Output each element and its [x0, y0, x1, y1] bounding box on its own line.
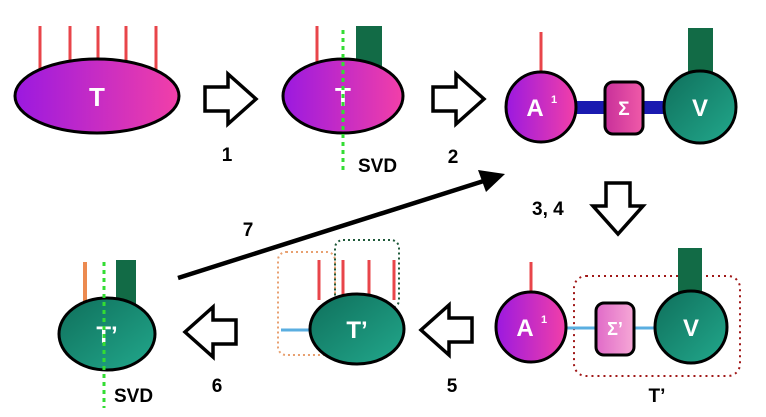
tensor-a-top-label: A	[526, 95, 543, 122]
tensor-a-top	[504, 70, 578, 144]
step-7-label: 7	[243, 220, 254, 241]
tensor-sigma-bottom-label: Σ’	[607, 319, 623, 339]
tensor-a-bottom	[494, 290, 568, 364]
arrow-step-6	[182, 303, 238, 361]
tensor-t-initial	[13, 57, 181, 135]
v-top-dark-leg	[688, 28, 713, 72]
tensor-t-prime-mid-label: T’	[346, 317, 367, 344]
step-2-label: 2	[448, 147, 459, 168]
arrow-step-5	[418, 301, 474, 359]
tensor-a-bottom-label: A	[516, 315, 533, 342]
tensor-sigma-top	[603, 80, 645, 136]
tensor-t-prime-left-label: T’	[96, 322, 117, 349]
v-bottom-dark-leg	[678, 248, 702, 296]
t-prime-left-dark-leg	[116, 260, 136, 304]
arrow-step-7-shaft	[177, 176, 491, 281]
tensor-a-bottom-superscript: 1	[541, 314, 547, 326]
tensor-t-prime-left	[57, 296, 157, 372]
arrow-step-1	[203, 70, 259, 128]
step-5-label: 5	[447, 376, 458, 397]
t-prime-group-label: T’	[649, 386, 666, 407]
tensor-sigma-top-label: Σ	[618, 99, 629, 120]
arrow-step-3-4	[589, 181, 647, 237]
svd-label-top: SVD	[358, 156, 397, 177]
green-group-box	[334, 239, 400, 309]
tensor-v-bottom-label: V	[683, 315, 699, 342]
tensor-sigma-bottom	[594, 301, 636, 357]
tensor-t-initial-label: T	[89, 82, 105, 112]
tensor-v-bottom	[653, 289, 729, 365]
svd-label-bottom: SVD	[114, 386, 153, 407]
tensor-a-top-superscript: 1	[551, 94, 557, 106]
t-prime-mid-legs	[317, 260, 396, 300]
tensor-v-top	[662, 69, 738, 145]
step-6-label: 6	[212, 376, 223, 397]
step-1-label: 1	[222, 145, 233, 166]
t-prime-group-box	[573, 275, 741, 377]
tensor-v-top-label: V	[692, 95, 708, 122]
arrow-step-7-head	[478, 170, 505, 192]
step-3-4-label: 3, 4	[532, 199, 564, 220]
arrow-step-2	[431, 70, 487, 128]
bond-top-left	[570, 101, 610, 114]
tensor-t-prime-mid	[308, 292, 406, 366]
